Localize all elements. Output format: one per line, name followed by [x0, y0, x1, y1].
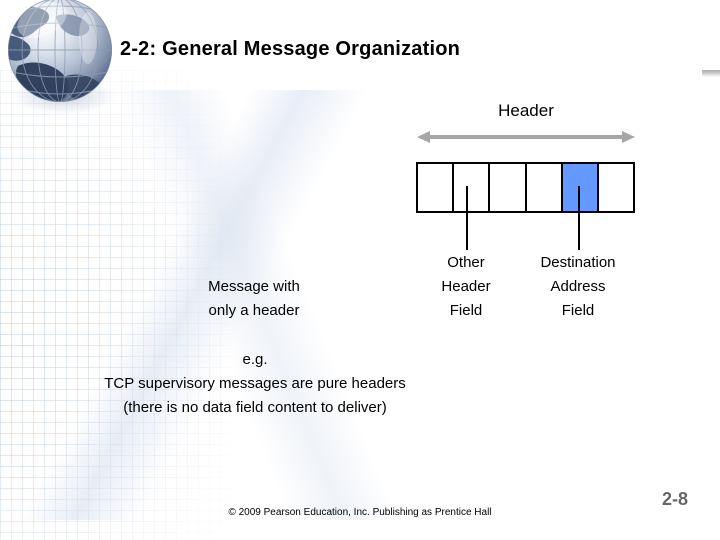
header-span-label: Header: [498, 101, 554, 120]
page-title: 2-2: General Message Organization: [120, 38, 461, 60]
callout-destination-line-1: Destination: [540, 254, 616, 271]
callout-destination-line-3: Field: [561, 302, 595, 319]
example-line-2: TCP supervisory messages are pure header…: [104, 375, 406, 392]
message-cell-4: [526, 164, 563, 211]
copyright-notice: © 2009 Pearson Education, Inc. Publishin…: [228, 507, 492, 518]
message-cell-2-other-header-field: [454, 164, 491, 211]
message-cell-1: [418, 164, 455, 211]
callout-other-header-field: Other Header Field: [418, 251, 514, 323]
message-cell-6: [598, 164, 634, 211]
header-span-arrow: [416, 128, 636, 146]
leader-line-destination-address-field: [578, 186, 580, 250]
globe-icon: [2, 0, 130, 124]
callout-other-line-2: Header: [441, 278, 491, 295]
page-number: 2-8: [661, 489, 688, 509]
example-line-3: (there is no data field content to deliv…: [123, 399, 387, 416]
leader-line-other-header-field: [466, 186, 468, 250]
callout-message-line-2: only a header: [208, 302, 300, 319]
callout-destination-line-2: Address: [550, 278, 606, 295]
callout-destination-address-field: Destination Address Field: [516, 251, 640, 323]
message-field-boxes: [416, 162, 635, 213]
top-right-accent-bar: [702, 70, 720, 77]
callout-message-only-header: Message with only a header: [168, 275, 340, 323]
message-cell-5-destination-address-field: [562, 164, 599, 211]
example-line-1: e.g.: [242, 351, 268, 368]
callout-other-line-1: Other: [447, 254, 485, 271]
callout-message-line-1: Message with: [208, 278, 300, 295]
example-text-block: e.g. TCP supervisory messages are pure h…: [20, 348, 490, 420]
message-cell-3: [490, 164, 527, 211]
callout-other-line-3: Field: [449, 302, 483, 319]
